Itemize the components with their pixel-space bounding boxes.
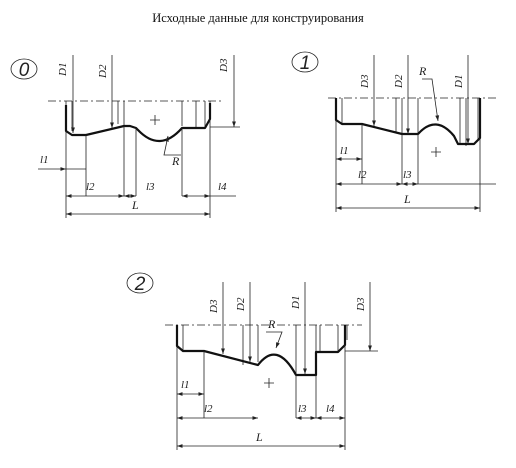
variant-0: 0 R D1 D2 D3 l1 [10, 55, 240, 218]
variant-2-l2-label: l2 [204, 403, 213, 415]
variant-2-radius-center [264, 378, 274, 388]
variant-1-L-label: L [403, 192, 411, 206]
variant-0-profile [64, 103, 212, 143]
variant-1: 1 R D3 D2 D1 l1 l2 l3 L [291, 51, 496, 212]
variant-2-d1-label: D1 [290, 296, 302, 310]
variant-0-l1-label: l1 [40, 154, 49, 166]
variant-2-l1-label: l1 [181, 379, 190, 391]
variant-0-d2-label: D2 [97, 64, 109, 79]
variant-0-d1-label: D1 [57, 63, 69, 77]
page-title: Исходные данные для конструирования [152, 11, 364, 25]
variant-0-walls [65, 101, 211, 131]
variant-0-number: 0 [19, 60, 30, 81]
variant-0-d3-label: D3 [218, 58, 230, 73]
variant-0-L-label: L [131, 198, 139, 212]
variant-1-radius-leader [422, 78, 440, 122]
variant-1-d2-label: D2 [393, 74, 405, 89]
variant-1-d1-label: D1 [453, 75, 465, 89]
variant-2-radius-label: R [267, 317, 276, 331]
variant-0-radius-leader [163, 135, 181, 156]
variant-1-profile [334, 98, 482, 146]
variant-1-d3-label: D3 [359, 74, 371, 89]
variant-1-radius-label: R [418, 64, 427, 78]
variant-0-extensions [65, 120, 211, 218]
variant-2-extensions [176, 345, 346, 450]
variant-0-l3-label: l3 [146, 181, 155, 193]
variant-1-number-badge: 1 [291, 51, 319, 74]
variant-2-l4-label: l4 [326, 403, 335, 415]
variant-0-l4-label: l4 [218, 181, 227, 193]
variant-2-d3b-label: D3 [355, 297, 367, 312]
variant-0-radius-center [150, 115, 160, 125]
variant-2-d3a-label: D3 [208, 299, 220, 314]
variant-2-d2-label: D2 [235, 297, 247, 312]
variant-1-extensions [335, 120, 481, 212]
variant-0-radius-label: R [171, 154, 180, 168]
variant-0-l2-label: l2 [86, 181, 95, 193]
variant-2-L-label: L [255, 430, 263, 444]
variant-0-number-badge: 0 [10, 58, 38, 81]
variant-2-number: 2 [134, 274, 146, 295]
variant-2: 2 R D3 D2 D1 D3 l1 l2 l3 l4 [126, 272, 378, 450]
variant-2-radius-leader [266, 331, 283, 349]
variant-1-radius-center [431, 147, 441, 157]
variant-1-l2-label: l2 [358, 169, 367, 181]
variant-1-walls [335, 98, 479, 146]
variant-1-number: 1 [300, 53, 311, 74]
variant-1-l3-label: l3 [403, 169, 412, 181]
variant-2-l3-label: l3 [298, 403, 307, 415]
variant-1-l1-label: l1 [340, 145, 349, 157]
variant-2-number-badge: 2 [126, 272, 154, 295]
variant-2-profile [175, 325, 347, 377]
